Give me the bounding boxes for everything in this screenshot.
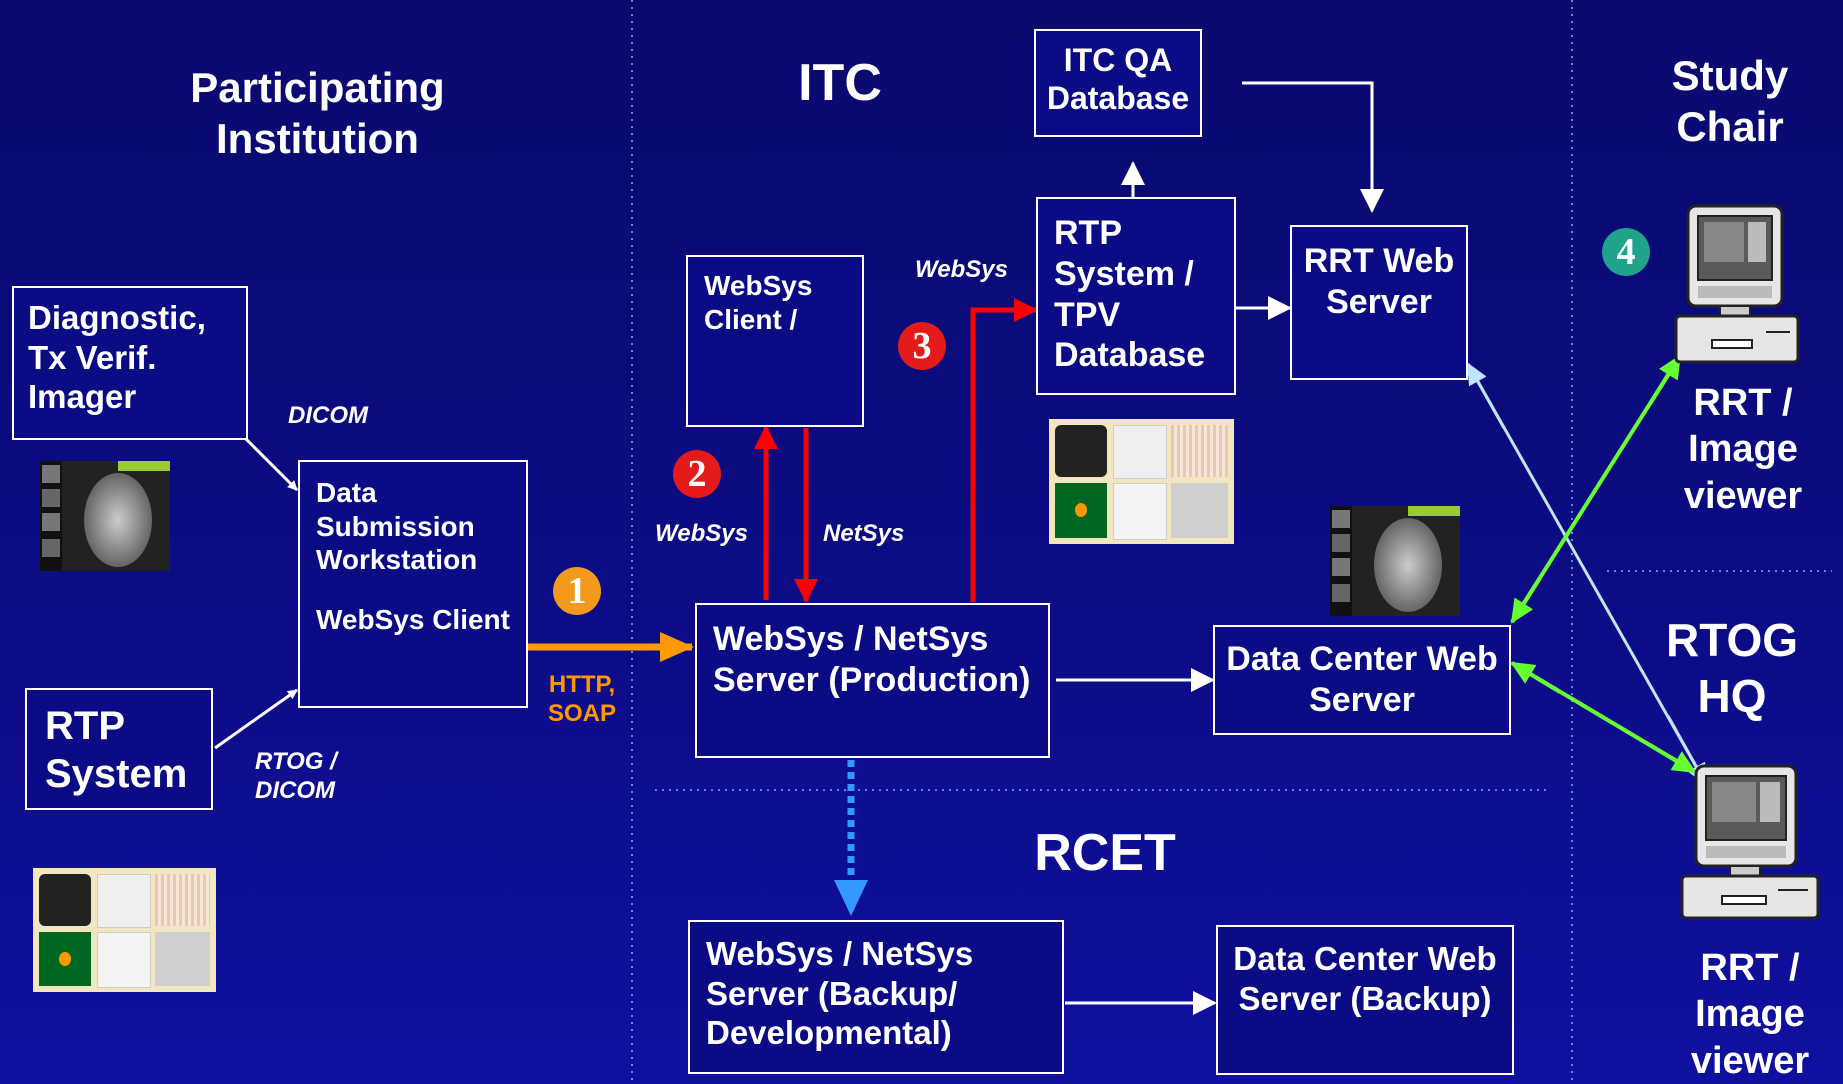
websys-client-label: WebSys Client /: [704, 270, 813, 335]
arrow-rtp-to-dsw: [214, 688, 298, 750]
diagnostic-imager-box: Diagnostic, Tx Verif. Imager: [12, 286, 248, 440]
arrow-imager-to-dsw: [243, 436, 299, 492]
step-3-badge: 3: [898, 322, 946, 370]
arrow-lightblue-line: [1466, 363, 1708, 785]
rrt-web-server-box: RRT Web Server: [1290, 225, 1468, 380]
header-rcet: RCET: [1034, 824, 1176, 882]
websys-netsys-client-box: WebSys Client /: [686, 255, 864, 427]
header-rtog-hq: RTOG HQ: [1665, 614, 1799, 723]
treatment-plan-thumbnail: [33, 868, 216, 992]
step-1-badge: 1: [553, 567, 601, 615]
label-rtog-dicom: RTOG / DICOM: [255, 748, 337, 804]
data-center-web-server-box: Data Center Web Server: [1213, 625, 1511, 735]
dsw-title: Data Submission Workstation: [316, 477, 478, 576]
label-netsys-down: NetSys: [823, 520, 905, 547]
data-center-web-server-backup-box: Data Center Web Server (Backup): [1216, 925, 1514, 1075]
data-submission-workstation-box: Data Submission Workstation WebSys Clien…: [298, 460, 528, 708]
rtp-tpv-database-box: RTP System / TPV Database: [1036, 197, 1236, 395]
computer-workstation-icon: [1674, 204, 1800, 364]
ct-scan-thumbnail: [1330, 506, 1460, 616]
label-http-soap: HTTP, SOAP: [547, 671, 616, 727]
label-dicom: DICOM: [288, 402, 368, 429]
step-2-badge: 2: [673, 450, 721, 498]
header-itc: ITC: [798, 54, 882, 112]
header-participating-institution: Participating Institution: [190, 64, 445, 163]
ct-scan-thumbnail: [40, 461, 170, 571]
netsys-production-server-box: WebSys / NetSys Server (Production): [695, 603, 1050, 758]
itc-qa-database-box: ITC QA Database: [1034, 29, 1202, 137]
header-study-chair: Study Chair: [1671, 52, 1789, 151]
netsys-backup-server-box: WebSys / NetSys Server (Backup/ Developm…: [688, 920, 1064, 1074]
label-websys-up: WebSys: [655, 520, 748, 547]
arrow-websys-to-tpv: [970, 298, 1038, 602]
step-4-badge: 4: [1602, 228, 1650, 276]
rtp-system-box: RTP System: [25, 688, 213, 810]
dsw-client: WebSys Client: [316, 603, 510, 635]
computer-workstation-icon: [1680, 764, 1820, 920]
label-websys-top: WebSys: [915, 256, 1008, 283]
label-viewer-bottom: RRT / Image viewer: [1690, 947, 1810, 1082]
arrow-qa-to-rrt: [1242, 81, 1384, 213]
label-viewer-top: RRT / Image viewer: [1683, 382, 1803, 517]
treatment-plan-thumbnail: [1049, 419, 1234, 544]
